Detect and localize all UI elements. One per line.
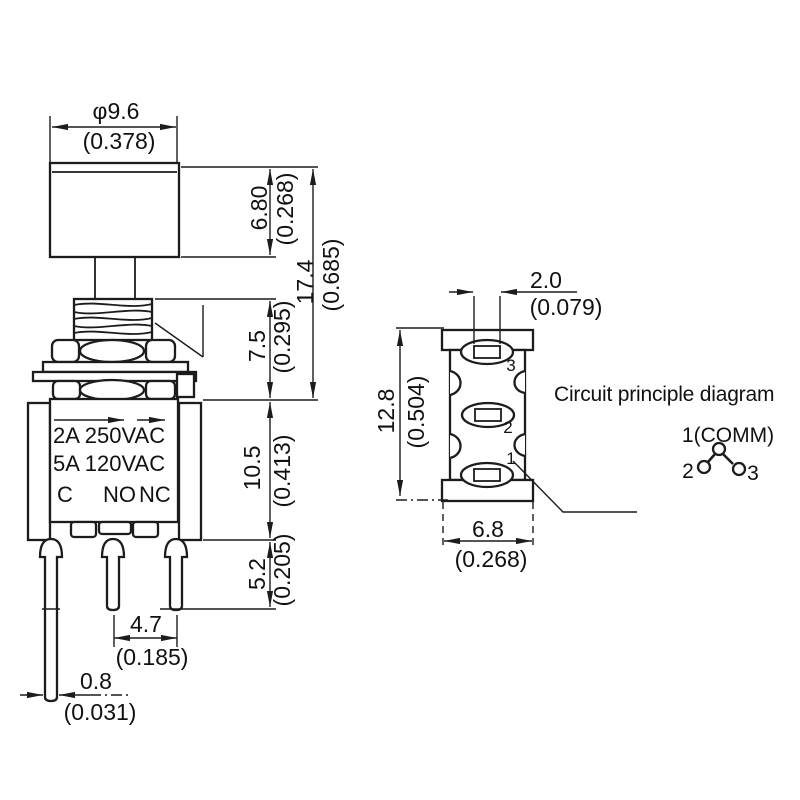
dim-overall-height-in: (0.685) (318, 239, 344, 312)
dim-pin-pitch-in: (0.185) (116, 644, 189, 670)
dim-thread-length-mm: 7.5 (244, 330, 270, 362)
lower-hex-nut (51, 378, 177, 402)
dim-pin-width-mm: 0.8 (80, 668, 112, 694)
dim-overall-height-mm: 17.4 (292, 259, 318, 304)
circuit-common-label: 1(COMM) (682, 424, 774, 447)
contact-label-no: NO (103, 482, 136, 507)
dim-pin-width-in: (0.031) (64, 699, 137, 725)
dim-width-in: (0.268) (455, 546, 528, 572)
thread-leader-line (154, 305, 204, 358)
dim-body-height-in: (0.413) (269, 435, 295, 508)
pin-3 (163, 537, 189, 612)
dim-slot-pitch-mm: 2.0 (530, 267, 562, 293)
terminal-number-1: 1 (506, 449, 515, 468)
dim-width-mm: 6.8 (472, 516, 504, 542)
contact-node-2 (696, 459, 712, 475)
common-contact-node (711, 441, 727, 457)
terminal1-leader-line (512, 460, 637, 513)
dim-length-mm: 12.8 (373, 389, 399, 434)
plunger-stem (94, 257, 136, 300)
dim-cap-height-in: (0.268) (272, 173, 298, 246)
bottom-view: 3 2 1 2.0 (0.079) 12.8 (0.504) 6.8 (0.26… (373, 267, 637, 572)
contact-node-3 (731, 461, 747, 477)
upper-hex-nut (50, 338, 177, 364)
rating-line-2: 5A 120VAC (53, 451, 165, 476)
front-view: 2A 250VAC 5A 120VAC C NO NC (20, 98, 344, 725)
dim-cap-diameter-in: (0.378) (83, 128, 156, 154)
terminal-number-3: 3 (506, 356, 515, 375)
circuit-terminal-3-label: 3 (747, 462, 759, 485)
dim-length-in: (0.504) (403, 376, 429, 449)
washer-plates (31, 360, 198, 399)
front-extension-lines (42, 116, 318, 647)
dim-thread-length-in: (0.295) (269, 301, 295, 374)
dim-pin-length-mm: 5.2 (244, 558, 270, 590)
threaded-bushing (72, 297, 154, 342)
dim-cap-height-mm: 6.80 (246, 186, 272, 231)
contact-label-nc: NC (139, 482, 171, 507)
dim-cap-diameter-mm: φ9.6 (93, 98, 140, 124)
circuit-principle-diagram: Circuit principle diagram 1(COMM) 2 3 (554, 383, 774, 485)
circuit-terminal-2-label: 2 (682, 460, 694, 483)
bottom-extension-lines (396, 296, 534, 549)
front-dimension-lines (20, 123, 317, 699)
rating-line-1: 2A 250VAC (53, 423, 165, 448)
circuit-title: Circuit principle diagram (554, 383, 774, 406)
contact-label-c: C (57, 482, 73, 507)
terminal-slots (459, 338, 516, 489)
dim-pin-pitch-mm: 4.7 (130, 611, 162, 637)
dim-slot-pitch-in: (0.079) (530, 294, 603, 320)
pin-2 (100, 537, 126, 612)
dim-pin-length-in: (0.205) (269, 534, 295, 607)
bottom-dimension-lines (396, 288, 577, 545)
dim-body-height-mm: 10.5 (239, 446, 265, 491)
pin-1 (38, 537, 64, 703)
spdt-contact-symbol (696, 441, 747, 477)
button-cap (48, 161, 181, 259)
terminal-number-2: 2 (503, 418, 512, 437)
